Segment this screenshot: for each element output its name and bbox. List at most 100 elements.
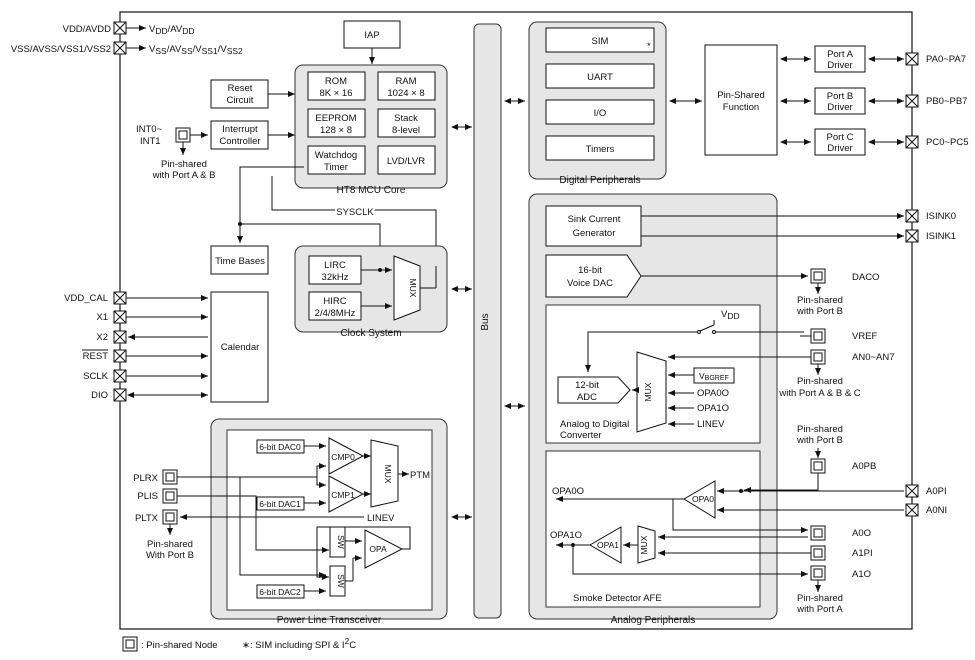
plt-mux (370, 439, 399, 508)
cmp0 (328, 437, 365, 475)
svg-text:with Port B: with Port B (796, 306, 843, 317)
ram-block (377, 71, 436, 101)
svg-text:Function: Function (723, 102, 759, 113)
svg-text:8-level: 8-level (392, 125, 420, 136)
svg-text:128 × 8: 128 × 8 (320, 125, 352, 136)
vbgref-label: VBGREF (699, 371, 729, 382)
svg-text:LIRC: LIRC (324, 260, 346, 271)
svg-text:LINEV: LINEV (367, 513, 395, 524)
svg-text:A0NI: A0NI (926, 505, 947, 516)
svg-text:Circuit: Circuit (227, 95, 254, 106)
port-pins: PA0~PA7 PB0~PB7 PC0~PC5 (905, 52, 969, 149)
svg-text:PB0~PB7: PB0~PB7 (926, 96, 967, 107)
svg-text:Sink Current: Sink Current (568, 214, 621, 225)
rom-block (307, 71, 366, 101)
legend-node-text: : Pin-shared Node (141, 640, 218, 651)
svg-text:Interrupt: Interrupt (222, 124, 258, 135)
svg-text:OPA1O: OPA1O (697, 403, 729, 414)
smoke-detector-afe (545, 450, 761, 608)
svg-text:AN0~AN7: AN0~AN7 (852, 352, 895, 363)
svg-text:VREF: VREF (852, 331, 878, 342)
svg-text:MUX: MUX (408, 279, 418, 298)
hirc-block (308, 291, 362, 321)
iap-block (343, 20, 401, 49)
svg-text:Pin-shared: Pin-shared (797, 295, 843, 306)
svg-text:Timer: Timer (324, 162, 348, 173)
svg-text:Driver: Driver (827, 102, 852, 113)
svg-text:Driver: Driver (827, 143, 852, 154)
svg-text:PLRX: PLRX (133, 473, 158, 484)
vdd-ref-label: VDD (721, 309, 740, 321)
cmp1 (328, 475, 365, 513)
svg-text:Pin-shared: Pin-shared (797, 424, 843, 435)
svg-text:OPA0O: OPA0O (552, 486, 584, 497)
svg-text:Pin-shared: Pin-shared (797, 593, 843, 604)
svg-text:SW: SW (336, 535, 346, 549)
svg-text:Port C: Port C (827, 132, 854, 143)
mcu-core-title: HT8 MCU Core (337, 185, 406, 196)
svg-text:Generator: Generator (573, 228, 616, 239)
legend-sim-note: ∗: SIM including SPI & I2C (242, 636, 356, 651)
svg-text:HIRC: HIRC (323, 296, 346, 307)
svg-text:X1: X1 (96, 312, 108, 323)
svg-text:Reset: Reset (228, 83, 253, 94)
svg-text:With Port B: With Port B (146, 550, 194, 561)
svg-text:INT1: INT1 (140, 136, 161, 147)
svg-text:Port A: Port A (827, 49, 854, 60)
opa1-mux (637, 525, 656, 564)
bus-label: Bus (480, 313, 491, 330)
port-c-driver (814, 128, 866, 156)
calendar-pins: VDD_CAL X1 X2 REST SCLK DIO (64, 291, 208, 402)
svg-text:Pin-shared: Pin-shared (161, 159, 207, 170)
svg-text:with Port A & B & C: with Port A & B & C (778, 388, 860, 399)
svg-text:OPA: OPA (369, 544, 387, 554)
adc-12bit-block (557, 376, 631, 404)
svg-text:MUX: MUX (639, 535, 649, 554)
svg-text:PC0~PC5: PC0~PC5 (926, 137, 969, 148)
svg-text:OPA1: OPA1 (597, 540, 619, 550)
svg-text:X2: X2 (96, 332, 108, 343)
svg-text:Pin-Shared: Pin-Shared (717, 90, 765, 101)
pin-vss: VSS/AVSS/VSS1/VSS2 VSS/AVSS/VSS1/VSS2 (11, 41, 243, 56)
svg-text:DACO: DACO (852, 272, 879, 283)
lvd-lvr-block (377, 145, 436, 175)
vss-internal-label: VSS/AVSS/VSS1/VSS2 (149, 44, 243, 56)
svg-text:32kHz: 32kHz (322, 272, 349, 283)
svg-text:OPA0O: OPA0O (697, 388, 729, 399)
stack-block (377, 108, 436, 138)
svg-text:ISINK1: ISINK1 (926, 231, 956, 242)
svg-text:Smoke Detector AFE: Smoke Detector AFE (573, 593, 662, 604)
svg-text:6-bit DAC1: 6-bit DAC1 (259, 499, 301, 509)
sim-block (545, 27, 655, 53)
svg-text:ADC: ADC (577, 392, 597, 403)
svg-text:Voice DAC: Voice DAC (567, 278, 613, 289)
uart-block (545, 63, 655, 89)
system-bus (473, 23, 502, 619)
svg-text:8K × 16: 8K × 16 (319, 88, 352, 99)
svg-text:A0PI: A0PI (926, 486, 947, 497)
eeprom-block (307, 108, 366, 138)
svg-text:Driver: Driver (827, 60, 852, 71)
voice-dac-block (545, 254, 642, 298)
svg-text:EEPROM: EEPROM (315, 113, 356, 124)
svg-text:16-bit: 16-bit (578, 265, 602, 276)
svg-text:PA0~PA7: PA0~PA7 (926, 54, 966, 65)
svg-text:SW: SW (336, 574, 346, 588)
timers-block (545, 135, 655, 161)
svg-text:Time Bases: Time Bases (215, 256, 265, 267)
svg-text:MUX: MUX (643, 382, 653, 401)
calendar-block (210, 291, 269, 403)
svg-text:Timers: Timers (586, 144, 615, 155)
clock-mux (393, 255, 421, 321)
svg-text:PLIS: PLIS (137, 491, 158, 502)
svg-text:A1O: A1O (852, 569, 871, 580)
svg-text:OPA0: OPA0 (692, 494, 714, 504)
vdd-internal-label: VDD/AVDD (149, 24, 195, 36)
svg-text:UART: UART (587, 72, 613, 83)
svg-text:CMP1: CMP1 (331, 490, 355, 500)
svg-text:A0PB: A0PB (852, 461, 876, 472)
svg-text:with Port A: with Port A (796, 604, 843, 615)
pin-shared-function-block (704, 44, 778, 156)
lirc-block (308, 255, 362, 285)
